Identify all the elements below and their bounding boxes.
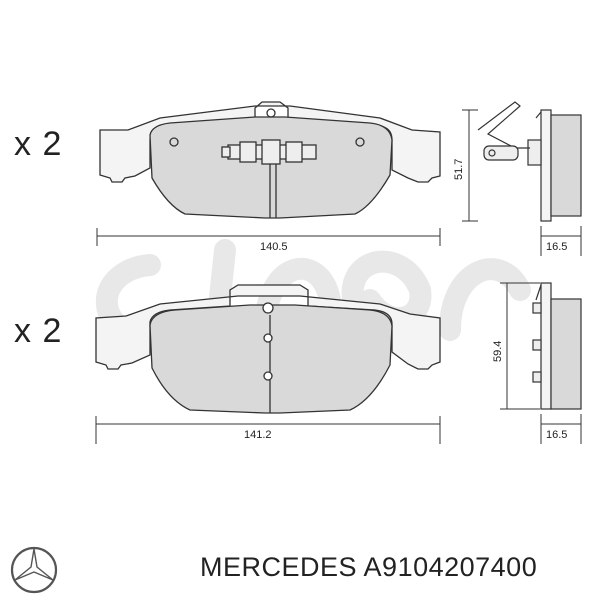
pad-1-side-view (477, 101, 582, 222)
pad-1-width-label: 140.5 (260, 241, 288, 253)
pad-2-friction-material (149, 304, 393, 414)
pad-2-quantity: x 2 (14, 312, 63, 350)
pad-1-height-dimension (462, 109, 478, 222)
pad-1-width-dimension (96, 228, 441, 246)
pad-2-width-dimension (95, 416, 441, 444)
mercedes-star-icon (10, 546, 58, 594)
pad-1-front-view (99, 101, 441, 219)
pad-1-height-label: 51.7 (453, 159, 465, 180)
part-caption: MERCEDES A9104207400 (200, 552, 537, 583)
pad-2-thickness-dimension (540, 414, 582, 444)
pad-1-thickness-label: 16.5 (546, 241, 567, 253)
pad-2-height-label: 59.4 (492, 341, 504, 362)
pad-2-height-dimension (500, 282, 540, 410)
pad-2-thickness-label: 16.5 (546, 429, 567, 441)
pad-2-front-view (95, 284, 441, 414)
pad-2-side-view (532, 282, 582, 410)
brand-name: MERCEDES (200, 552, 358, 582)
pad-1-thickness-dimension (540, 226, 582, 256)
part-number: A9104207400 (363, 552, 538, 582)
pad-2-width-label: 141.2 (244, 429, 272, 441)
pad-1-friction-material (149, 116, 393, 219)
pad-1-quantity: x 2 (14, 125, 63, 163)
